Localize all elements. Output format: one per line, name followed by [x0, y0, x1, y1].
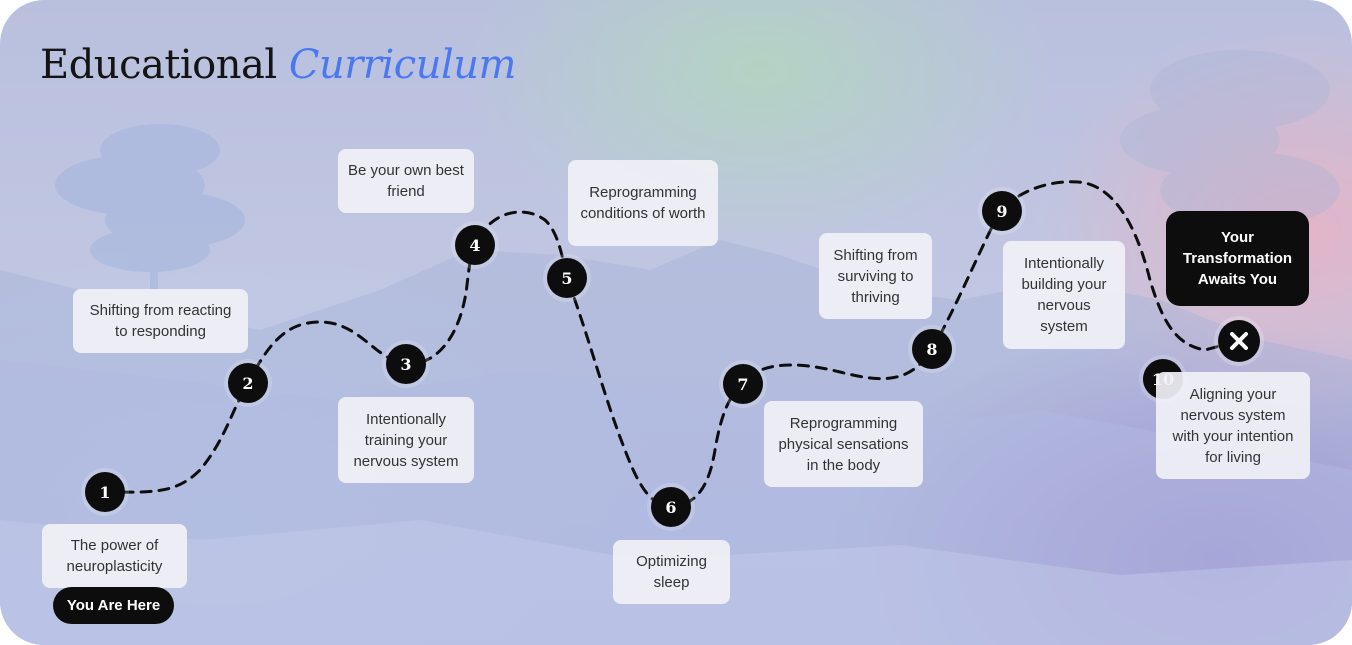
- title-accent: Curriculum: [288, 42, 517, 88]
- close-x-icon[interactable]: [1218, 320, 1260, 362]
- step-node-8[interactable]: 8: [912, 329, 952, 369]
- step-label-7: Reprogramming physical sensations in the…: [764, 401, 923, 487]
- step-label-6: Optimizing sleep: [613, 540, 730, 604]
- step-label-2: Shifting from reacting to responding: [73, 289, 248, 353]
- step-node-6[interactable]: 6: [651, 487, 691, 527]
- step-node-9[interactable]: 9: [982, 191, 1022, 231]
- step-label-3: Intentionally training your nervous syst…: [338, 397, 474, 483]
- step-label-8: Shifting from surviving to thriving: [819, 233, 932, 319]
- step-label-9: Intentionally building your nervous syst…: [1003, 241, 1125, 349]
- step-label-10: Aligning your nervous system with your i…: [1156, 372, 1310, 479]
- step-label-5: Reprogramming conditions of worth: [568, 160, 718, 246]
- step-label-4: Be your own best friend: [338, 149, 474, 213]
- you-are-here-badge: You Are Here: [53, 587, 174, 624]
- step-node-1[interactable]: 1: [85, 472, 125, 512]
- step-node-5[interactable]: 5: [547, 258, 587, 298]
- page-title: Educational Curriculum: [40, 42, 516, 88]
- step-node-3[interactable]: 3: [386, 344, 426, 384]
- step-label-1: The power of neuroplasticity: [42, 524, 187, 588]
- title-main: Educational: [40, 42, 277, 88]
- step-node-4[interactable]: 4: [455, 225, 495, 265]
- x-glyph-icon: [1230, 332, 1248, 350]
- step-node-2[interactable]: 2: [228, 363, 268, 403]
- step-node-7[interactable]: 7: [723, 364, 763, 404]
- transformation-box[interactable]: Your Transformation Awaits You: [1166, 211, 1309, 306]
